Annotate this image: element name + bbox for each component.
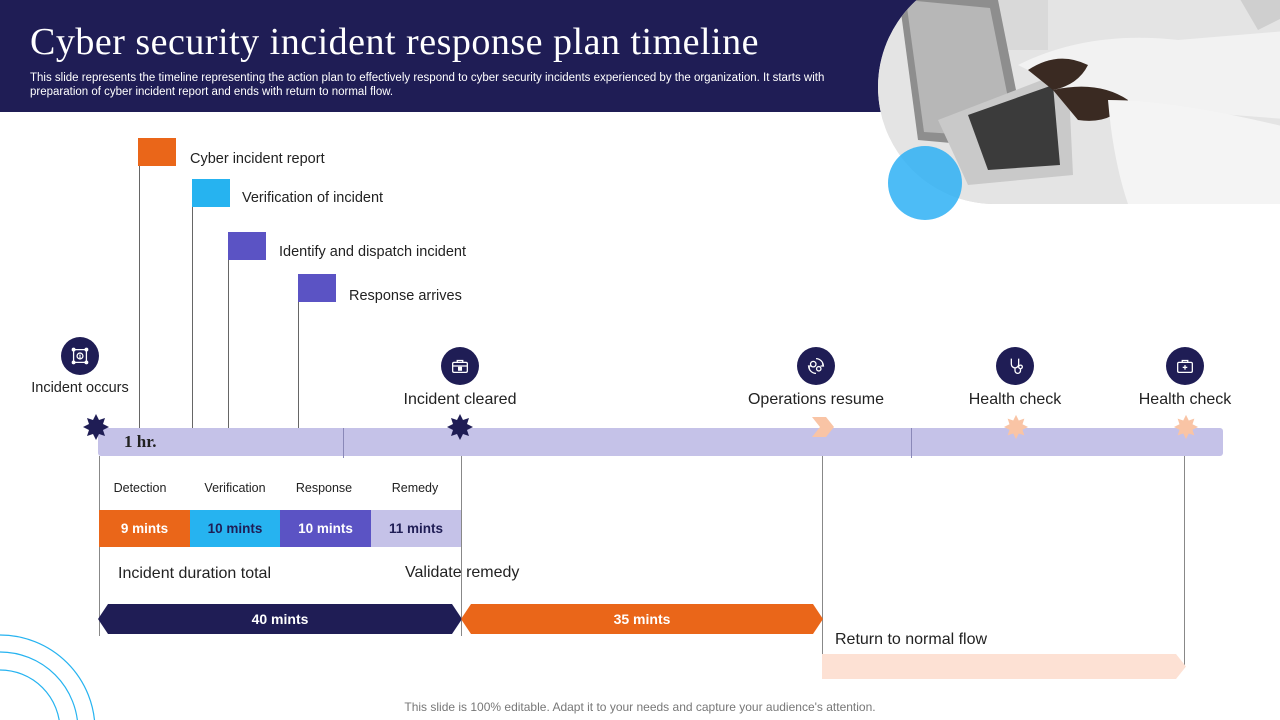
flag-label: Response arrives (349, 288, 462, 304)
milestone-label-incident-occurs: Incident occurs (31, 380, 129, 396)
timeline-bar (98, 428, 1223, 456)
flag-pole (298, 274, 299, 428)
duration-box-remedy: 11 mints (371, 510, 461, 547)
return-normal-flow-arrow (822, 654, 1186, 679)
milestone-label-incident-cleared: Incident cleared (403, 391, 517, 408)
alert-network-icon (61, 337, 99, 375)
footer-note: This slide is 100% editable. Adapt it to… (404, 700, 876, 714)
laptop-photo (878, 0, 1280, 204)
duration-box-verification: 10 mints (190, 510, 280, 547)
operations-resume-marker (812, 417, 834, 437)
flag-pole (228, 232, 229, 428)
flag-label: Cyber incident report (190, 151, 325, 167)
milestone-label-health-check: Health check (968, 391, 1062, 408)
flag-pole (192, 179, 193, 428)
medical-kit-icon (1166, 347, 1204, 385)
phase-label-verification: Verification (204, 481, 266, 495)
decorative-blue-circle (888, 146, 962, 220)
timeline-tick (343, 428, 344, 458)
incident-duration-label: Incident duration total (118, 565, 271, 582)
decorative-arcs (0, 634, 96, 720)
milestone-label-health-check: Health check (1138, 391, 1232, 408)
gears-icon (797, 347, 835, 385)
health-check-marker (1173, 414, 1199, 440)
flag-marker (298, 274, 336, 302)
stethoscope-icon (996, 347, 1034, 385)
validate-remedy-value: 35 mints (613, 611, 671, 627)
phase-label-response: Response (295, 481, 353, 495)
phase-label-detection: Detection (113, 481, 167, 495)
page-title: Cyber security incident response plan ti… (30, 21, 759, 63)
duration-box-response: 10 mints (280, 510, 371, 547)
flag-label: Identify and dispatch incident (279, 244, 467, 260)
guide-line (1184, 456, 1185, 668)
page-subtitle: This slide represents the timeline repre… (30, 72, 825, 98)
duration-box-detection: 9 mints (99, 510, 190, 547)
flag-label: Verification of incident (242, 190, 384, 206)
incident-duration-value: 40 mints (251, 611, 309, 627)
flag-marker (138, 138, 176, 166)
return-normal-flow-label: Return to normal flow (835, 631, 988, 648)
flag-marker (228, 232, 266, 260)
incident-duration-arrow (98, 604, 462, 634)
flag-marker (192, 179, 230, 207)
timeline-tick (911, 428, 912, 458)
timeline-unit-label: 1 hr. (124, 432, 157, 451)
validate-remedy-arrow (461, 604, 823, 634)
guide-line (461, 456, 462, 636)
flag-pole (139, 138, 140, 428)
milestone-label-operations-resume: Operations resume (747, 391, 885, 408)
phase-label-remedy: Remedy (391, 481, 439, 495)
validate-remedy-label: Validate remedy (405, 564, 520, 581)
health-check-marker (1003, 414, 1029, 440)
laptop-hands-illustration (878, 0, 1280, 204)
guide-line (822, 456, 823, 656)
incident-start-marker (83, 414, 109, 440)
incident-cleared-marker (447, 414, 473, 440)
briefcase-icon (441, 347, 479, 385)
